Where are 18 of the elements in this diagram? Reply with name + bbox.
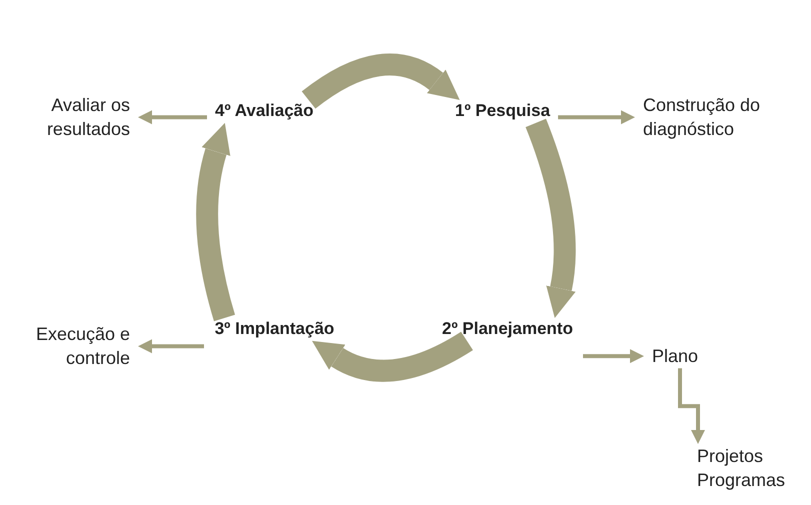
outcome-label: Avaliar os resultados bbox=[25, 93, 130, 142]
stage-label: 2º Planejamento bbox=[440, 318, 575, 341]
stage-label: 1º Pesquisa bbox=[455, 100, 550, 123]
curved-arrow bbox=[302, 54, 461, 109]
arrow bbox=[678, 368, 705, 444]
outcome-label: Construção do diagnóstico bbox=[643, 93, 768, 142]
outcome-label: Execução e controle bbox=[12, 322, 130, 371]
arrow bbox=[138, 339, 204, 354]
outcome-label: Plano bbox=[652, 344, 698, 368]
stage-label: 4º Avaliação bbox=[215, 100, 314, 123]
curved-arrow bbox=[311, 332, 473, 382]
outcome-label: Projetos Programas bbox=[697, 444, 807, 493]
curved-arrow bbox=[526, 118, 576, 318]
arrow bbox=[558, 110, 635, 124]
curved-arrow bbox=[196, 122, 236, 322]
arrow bbox=[583, 349, 644, 364]
arrow bbox=[138, 110, 207, 124]
stage-label: 3º Implantação bbox=[212, 318, 337, 341]
